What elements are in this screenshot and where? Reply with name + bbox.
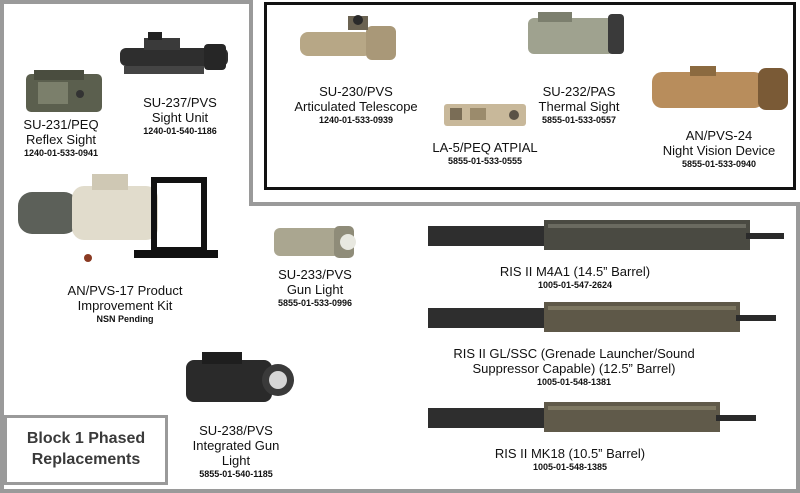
item-name: AN/PVS-17 Product bbox=[67, 283, 183, 298]
item-su233: SU-233/PVS Gun Light 5855-01-533-0996 bbox=[260, 267, 370, 309]
block-label-box: Block 1 Phased Replacements bbox=[4, 415, 168, 485]
item-name: Light bbox=[221, 453, 251, 468]
item-su231: SU-231/PEQ Reflex Sight 1240-01-533-0941 bbox=[6, 117, 116, 159]
item-name: RIS II M4A1 (14.5” Barrel) bbox=[499, 264, 651, 279]
item-la5: LA-5/PEQ ATPIAL 5855-01-533-0555 bbox=[410, 140, 560, 167]
atpial-laser-image bbox=[444, 104, 526, 126]
item-name: SU-238/PVS bbox=[199, 423, 273, 438]
item-name: Thermal Sight bbox=[538, 99, 620, 114]
item-name: SU-231/PEQ bbox=[23, 117, 99, 132]
item-name: Articulated Telescope bbox=[294, 99, 418, 114]
item-name: SU-233/PVS bbox=[278, 267, 352, 282]
item-name: SU-230/PVS bbox=[319, 84, 393, 99]
thermal-sight-image bbox=[528, 12, 624, 54]
frame-line bbox=[796, 202, 800, 493]
item-name: Gun Light bbox=[286, 282, 344, 297]
item-nsn: NSN Pending bbox=[96, 314, 154, 324]
item-name: Suppressor Capable) (12.5” Barrel) bbox=[472, 361, 676, 376]
night-vision-device-image bbox=[652, 66, 788, 110]
item-glssc: RIS II GL/SSC (Grenade Launcher/Sound Su… bbox=[404, 346, 744, 388]
item-nsn: 5855-01-540-1185 bbox=[199, 469, 273, 479]
articulated-telescope-image bbox=[300, 15, 396, 60]
item-name: Sight Unit bbox=[151, 110, 209, 125]
item-nsn: 5855-01-533-0555 bbox=[447, 156, 523, 166]
pvs17-image bbox=[18, 174, 218, 262]
item-nsn: 1005-01-548-1385 bbox=[532, 462, 608, 472]
item-name: SU-232/PAS bbox=[542, 84, 616, 99]
block-label-line: Replacements bbox=[31, 451, 141, 468]
gl-ssc-rail-image bbox=[428, 302, 776, 332]
item-nsn: 5855-01-533-0557 bbox=[541, 115, 617, 125]
item-anpvs17: AN/PVS-17 Product Improvement Kit NSN Pe… bbox=[40, 283, 210, 325]
item-nsn: 1240-01-533-0941 bbox=[23, 148, 99, 158]
item-name: RIS II GL/SSC (Grenade Launcher/Sound bbox=[453, 346, 695, 361]
top-equipment-box bbox=[264, 2, 796, 190]
item-name: Night Vision Device bbox=[662, 143, 776, 158]
item-name: AN/PVS-24 bbox=[685, 128, 753, 143]
m4a1-rail-image bbox=[428, 220, 784, 250]
item-nsn: 1240-01-533-0939 bbox=[318, 115, 394, 125]
item-name: Integrated Gun bbox=[192, 438, 280, 453]
gun-light-image bbox=[274, 226, 356, 258]
mk18-rail-image bbox=[428, 402, 756, 432]
acog-sight-image bbox=[120, 32, 228, 74]
item-name: LA-5/PEQ ATPIAL bbox=[432, 140, 538, 155]
frame-line bbox=[249, 0, 253, 206]
block-label-line: Block 1 Phased bbox=[26, 430, 146, 447]
frame-line bbox=[0, 489, 800, 493]
item-su230: SU-230/PVS Articulated Telescope 1240-01… bbox=[276, 84, 436, 126]
item-su238: SU-238/PVS Integrated Gun Light 5855-01-… bbox=[176, 423, 296, 480]
item-name: SU-237/PVS bbox=[143, 95, 217, 110]
integrated-gun-light-image bbox=[186, 352, 294, 402]
item-su232: SU-232/PAS Thermal Sight 5855-01-533-055… bbox=[524, 84, 634, 126]
item-mk18: RIS II MK18 (10.5” Barrel) 1005-01-548-1… bbox=[440, 446, 700, 473]
reflex-sight-image bbox=[26, 70, 102, 112]
item-m4a1: RIS II M4A1 (14.5” Barrel) 1005-01-547-2… bbox=[430, 264, 720, 291]
item-nsn: 5855-01-533-0940 bbox=[681, 159, 757, 169]
item-su237: SU-237/PVS Sight Unit 1240-01-540-1186 bbox=[120, 95, 240, 137]
item-name: Reflex Sight bbox=[25, 132, 97, 147]
item-anpvs24: AN/PVS-24 Night Vision Device 5855-01-53… bbox=[646, 128, 792, 170]
item-nsn: 1005-01-547-2624 bbox=[537, 280, 613, 290]
frame-line bbox=[249, 202, 800, 206]
item-nsn: 1005-01-548-1381 bbox=[536, 377, 612, 387]
item-name: RIS II MK18 (10.5” Barrel) bbox=[494, 446, 646, 461]
item-nsn: 1240-01-540-1186 bbox=[143, 126, 217, 136]
item-name: Improvement Kit bbox=[77, 298, 173, 313]
item-nsn: 5855-01-533-0996 bbox=[277, 298, 353, 308]
